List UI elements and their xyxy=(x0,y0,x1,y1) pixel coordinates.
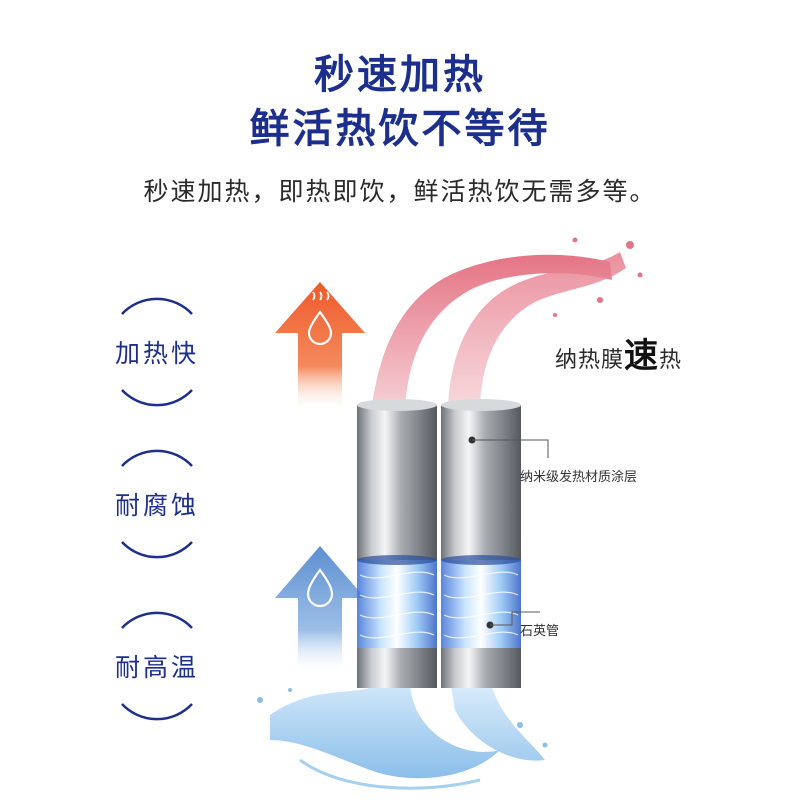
feature-arc-icon xyxy=(121,611,193,721)
callout-quartz-label: 石英管 xyxy=(520,624,560,639)
feature-label: 耐腐蚀 xyxy=(114,491,199,520)
heating-tube-right xyxy=(441,399,521,688)
hot-water-stream xyxy=(372,237,643,405)
hot-arrow xyxy=(275,282,365,412)
nano-film-fast-heat-badge: 纳热膜速热 xyxy=(555,328,682,377)
callout-line-coating xyxy=(468,436,549,458)
heating-tube-left xyxy=(357,399,437,688)
feature-arc-icon xyxy=(121,297,193,407)
water-drop-icon xyxy=(306,568,334,608)
feature-arc-icon xyxy=(121,449,193,559)
cold-arrow xyxy=(275,546,365,676)
feature-heat-resistant: 耐高温 xyxy=(92,610,222,722)
subtitle: 秒速加热，即热即饮，鲜活热饮无需多等。 xyxy=(143,177,657,206)
headline-line-1: 秒速加热 xyxy=(314,52,486,98)
steaming-water-drop-icon xyxy=(307,291,333,346)
cold-water-stream xyxy=(257,680,548,790)
feature-fast-heating: 加热快 xyxy=(92,296,222,408)
badge-text-before: 纳热膜 xyxy=(555,348,625,373)
feature-corrosion-resistant: 耐腐蚀 xyxy=(92,448,222,560)
callout-coating-label: 纳米级发热材质涂层 xyxy=(520,470,638,485)
headline-line-2: 鲜活热饮不等待 xyxy=(249,106,551,152)
badge-text-after: 热 xyxy=(659,348,683,373)
feature-label: 加热快 xyxy=(114,339,199,368)
feature-label: 耐高温 xyxy=(114,653,199,682)
callout-line-quartz xyxy=(486,611,540,629)
badge-text-emphasis: 速 xyxy=(624,336,660,376)
